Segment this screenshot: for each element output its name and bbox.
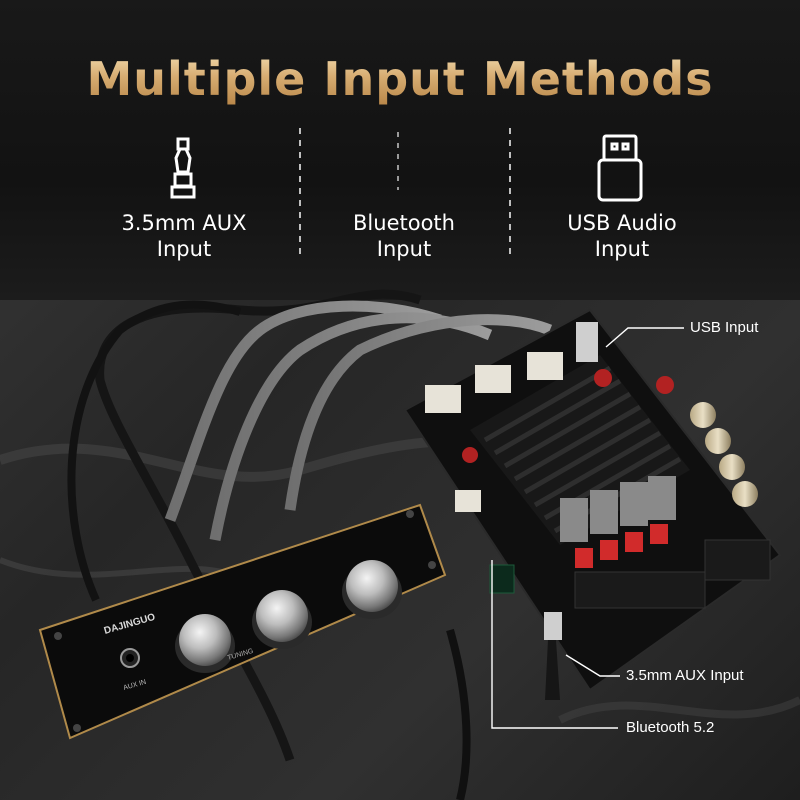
bass-knob — [342, 560, 402, 619]
feature-bluetooth-line2: Input — [376, 237, 432, 261]
callout-usb-input: USB Input — [690, 319, 759, 336]
control-panel — [38, 503, 447, 740]
feature-bluetooth-line1: Bluetooth — [353, 211, 455, 235]
treble-knob — [252, 590, 312, 649]
callout-aux-input: 3.5mm AUX Input — [626, 667, 744, 684]
feature-aux-line1: 3.5mm AUX — [121, 211, 247, 235]
page-title: Multiple Input Methods — [0, 52, 800, 106]
audio-jack-icon — [170, 137, 196, 199]
feature-usb-line2: Input — [594, 237, 650, 261]
usb-drive-icon — [597, 134, 643, 202]
feature-aux-line2: Input — [156, 237, 212, 261]
feature-usb-line1: USB Audio — [567, 211, 677, 235]
amplifier-board — [403, 308, 782, 700]
callout-bluetooth: Bluetooth 5.2 — [626, 719, 715, 736]
volume-knob — [175, 614, 235, 673]
feature-label-aux: 3.5mm AUX Input — [74, 210, 294, 262]
callout-lines — [491, 327, 684, 729]
feature-label-usb: USB Audio Input — [512, 210, 732, 262]
feature-label-bluetooth: Bluetooth Input — [294, 210, 514, 262]
